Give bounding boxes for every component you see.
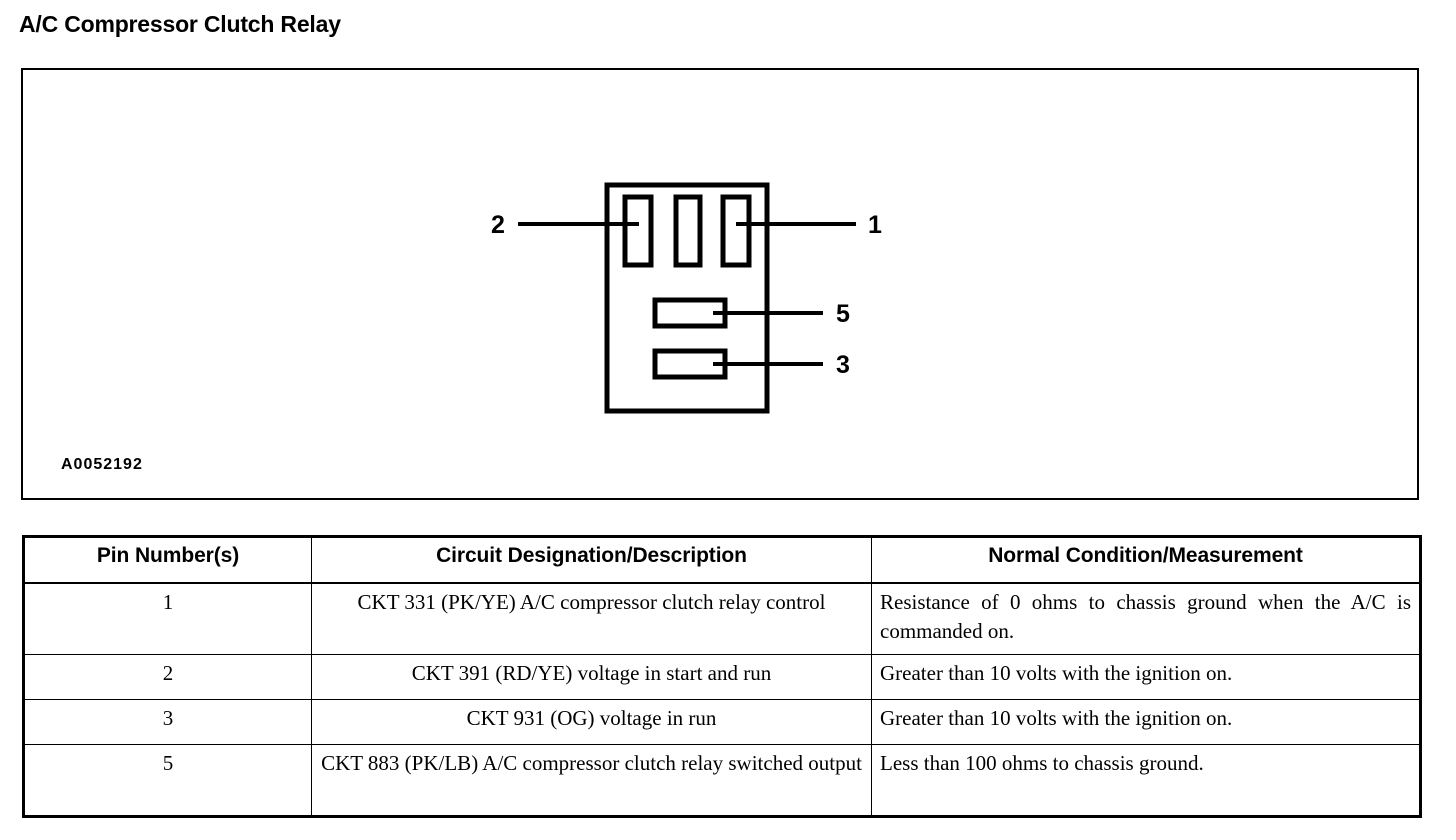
cell-pin-number: 2: [22, 654, 312, 700]
callout-label-2: 2: [491, 211, 505, 239]
connector-body-outline: [604, 182, 770, 414]
column-header-circuit-designation: Circuit Designation/Description: [311, 535, 872, 584]
cell-normal-condition: Resistance of 0 ohms to chassis ground w…: [871, 582, 1422, 655]
column-header-normal-condition: Normal Condition/Measurement: [871, 535, 1422, 584]
cavity-1-slot: [720, 194, 752, 268]
callout-label-3: 3: [836, 351, 850, 379]
callout-label-5: 5: [836, 300, 850, 328]
pin-assignment-table: Pin Number(s) Circuit Designation/Descri…: [22, 535, 1422, 818]
cell-circuit-description: CKT 931 (OG) voltage in run: [311, 699, 872, 745]
cell-pin-number: 5: [22, 744, 312, 818]
cell-normal-condition: Less than 100 ohms to chassis ground.: [871, 744, 1422, 818]
table-row: 3 CKT 931 (OG) voltage in run Greater th…: [22, 699, 1422, 745]
figure-reference-code: A0052192: [61, 456, 143, 473]
cell-circuit-description: CKT 391 (RD/YE) voltage in start and run: [311, 654, 872, 700]
illustration-frame: 2 1 5 3 A0052192: [21, 68, 1419, 500]
relay-connector-diagram: 2 1 5 3: [491, 182, 882, 414]
callout-label-1: 1: [868, 211, 882, 239]
cavity-2-slot: [622, 194, 654, 268]
cell-pin-number: 3: [22, 699, 312, 745]
cell-normal-condition: Greater than 10 volts with the ignition …: [871, 654, 1422, 700]
table-header-row: Pin Number(s) Circuit Designation/Descri…: [22, 535, 1422, 584]
cell-normal-condition: Greater than 10 volts with the ignition …: [871, 699, 1422, 745]
cell-circuit-description: CKT 331 (PK/YE) A/C compressor clutch re…: [311, 582, 872, 655]
page-title: A/C Compressor Clutch Relay: [19, 11, 341, 37]
column-header-pin-number: Pin Number(s): [22, 535, 312, 584]
cell-pin-number: 1: [22, 582, 312, 655]
cavity-center-slot: [673, 194, 703, 268]
table-row: 1 CKT 331 (PK/YE) A/C compressor clutch …: [22, 582, 1422, 655]
cell-circuit-description: CKT 883 (PK/LB) A/C compressor clutch re…: [311, 744, 872, 818]
table-row: 5 CKT 883 (PK/LB) A/C compressor clutch …: [22, 744, 1422, 818]
table-row: 2 CKT 391 (RD/YE) voltage in start and r…: [22, 654, 1422, 700]
